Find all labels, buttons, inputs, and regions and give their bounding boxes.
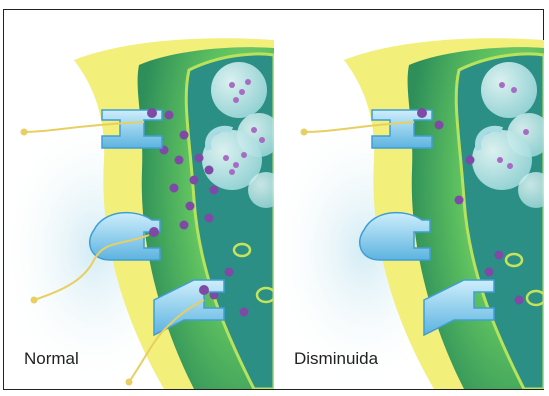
- panel-disminuida: Disminuida: [274, 10, 544, 389]
- neuron-terminal-illustration: [4, 10, 274, 389]
- panel-label-normal: Normal: [24, 349, 79, 369]
- fiber-end: [301, 129, 308, 136]
- figure-frame: Normal: [3, 9, 544, 390]
- neuron-terminal-illustration: [274, 10, 544, 389]
- panel-normal: Normal: [4, 10, 274, 389]
- panel-label-disminuida: Disminuida: [294, 349, 378, 369]
